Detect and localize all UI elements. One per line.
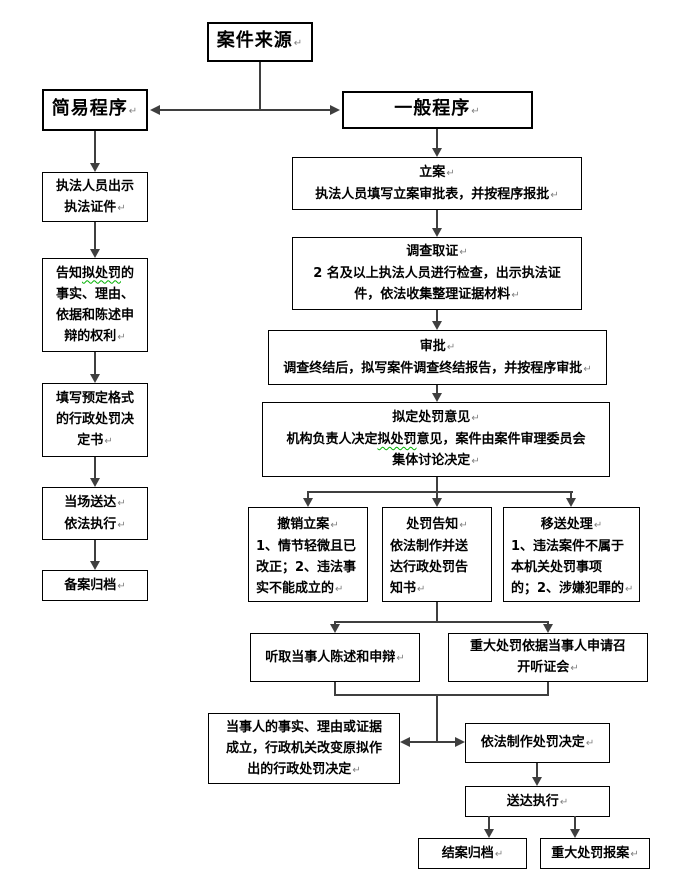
connector-deliver-to-record — [94, 540, 96, 561]
box-simple-procedure: 简易程序↵ — [42, 89, 148, 131]
box-show-credentials: 执法人员出示执法证件↵ — [42, 172, 148, 222]
connector-investigation-to-approval — [436, 310, 438, 321]
arrowhead-to-revoke — [303, 498, 313, 507]
arrowhead-to-filing — [432, 148, 442, 157]
arrowhead-to-notice — [432, 498, 442, 507]
box-major-penalty-report-text: 重大处罚报案↵ — [551, 845, 639, 861]
box-file-record-text: 备案归档↵ — [64, 577, 126, 593]
connector-decision-branch — [410, 741, 455, 743]
box-revoke-filing-body: 1、情节轻微且已改正；2、违法事实不能成立的↵ — [256, 539, 357, 596]
box-revoke-filing-title: 撤销立案↵ — [277, 517, 339, 532]
arrowhead-to-change-decision — [400, 737, 410, 747]
arrowhead-to-hear-statement — [330, 624, 340, 633]
arrowhead-to-general-procedure — [330, 105, 340, 115]
connector-drop-notice — [436, 493, 438, 498]
connector-approval-to-opinion — [436, 385, 438, 393]
connector-simple-to-credentials — [94, 131, 96, 163]
arrowhead-to-inform — [90, 249, 100, 258]
box-hear-statement: 听取当事人陈述和申辩↵ — [250, 633, 420, 682]
box-case-filing-text: 立案↵执法人员填写立案审批表，并按程序报批↵ — [315, 164, 559, 202]
box-case-source-text: 案件来源↵ — [216, 30, 304, 51]
box-draft-penalty-opinion-text: 拟定处罚意见↵机构负责人决定拟处罚意见，案件由案件审理委员会集体讨论决定↵ — [286, 410, 586, 468]
arrowhead-to-fill — [90, 374, 100, 383]
box-make-decision-text: 依法制作处罚决定↵ — [480, 735, 595, 750]
box-transfer-handling: 移送处理↵ 1、违法案件不属于本机关处罚事项的；2、涉嫌犯罪的↵ — [503, 507, 640, 602]
connector-hear-merge — [334, 682, 336, 696]
arrowhead-to-major-report — [570, 829, 580, 838]
connector-deliver-to-close — [488, 816, 490, 829]
arrowhead-to-close-file — [484, 829, 494, 838]
box-general-procedure-text: 一般程序↵ — [394, 98, 481, 119]
arrowhead-to-simple-procedure — [150, 105, 160, 115]
connector-drop-revoke — [307, 493, 309, 498]
connector-drop-transfer — [570, 493, 572, 498]
box-case-source: 案件来源↵ — [207, 22, 313, 62]
connector-opinion-stem — [436, 477, 438, 493]
box-investigation-text: 调查取证↵2 名及以上执法人员进行检查，出示执法证件，依法收集整理证据材料↵ — [313, 244, 561, 302]
connector-inform-to-fill — [94, 352, 96, 374]
box-deliver-execute: 送达执行↵ — [465, 786, 610, 817]
box-investigation: 调查取证↵2 名及以上执法人员进行检查，出示执法证件，依法收集整理证据材料↵ — [292, 237, 582, 310]
connector-credentials-to-inform — [94, 222, 96, 249]
box-approval-text: 审批↵调查终结后，拟写案件调查终结报告，并按程序审批↵ — [283, 338, 592, 376]
box-major-penalty-report: 重大处罚报案↵ — [540, 838, 650, 869]
box-fill-decision-form-text: 填写预定格式的行政处罚决定书↵ — [55, 391, 134, 448]
box-draft-penalty-opinion: 拟定处罚意见↵机构负责人决定拟处罚意见，案件由案件审理委员会集体讨论决定↵ — [262, 402, 610, 477]
box-deliver-onsite: 当场送达↵依法执行↵ — [42, 487, 148, 540]
arrowhead-to-opinion — [432, 393, 442, 402]
arrowhead-to-approval — [432, 321, 442, 330]
arrowhead-to-hearing — [543, 624, 553, 633]
arrowhead-to-file-record — [90, 561, 100, 570]
box-deliver-onsite-text: 当场送达↵依法执行↵ — [64, 494, 126, 532]
connector-source-split — [160, 109, 332, 111]
box-inform-rights: 告知拟处罚的事实、理由、依据和陈述申辩的权利↵ — [42, 258, 148, 352]
box-make-decision: 依法制作处罚决定↵ — [465, 723, 610, 763]
box-hear-statement-text: 听取当事人陈述和申辩↵ — [265, 649, 405, 665]
box-fill-decision-form: 填写预定格式的行政处罚决定书↵ — [42, 383, 148, 457]
arrowhead-to-investigation — [432, 228, 442, 237]
arrowhead-to-credentials — [90, 163, 100, 172]
arrowhead-to-transfer — [566, 498, 576, 507]
arrowhead-to-deliver-execute — [532, 777, 542, 786]
connector-hearing-merge — [547, 682, 549, 696]
connector-notice-stem — [436, 602, 438, 623]
connector-general-to-filing — [436, 129, 438, 148]
box-change-decision: 当事人的事实、理由或证据成立，行政机关改变原拟作出的行政处罚决定↵ — [208, 713, 400, 784]
connector-source-stem — [259, 62, 261, 111]
box-simple-procedure-text: 简易程序↵ — [51, 98, 139, 119]
box-case-filing: 立案↵执法人员填写立案审批表，并按程序报批↵ — [292, 157, 582, 210]
box-file-record: 备案归档↵ — [42, 570, 148, 601]
box-approval: 审批↵调查终结后，拟写案件调查终结报告，并按程序审批↵ — [268, 330, 607, 385]
box-close-file-text: 结案归档↵ — [441, 845, 504, 861]
box-penalty-notice-title: 处罚告知↵ — [406, 517, 468, 532]
box-hearing: 重大处罚依据当事人申请召开听证会↵ — [448, 633, 648, 682]
connector-three-way-split — [307, 491, 573, 493]
arrowhead-to-make-decision — [455, 737, 465, 747]
box-hearing-text: 重大处罚依据当事人申请召开听证会↵ — [469, 639, 626, 675]
box-close-file: 结案归档↵ — [418, 838, 527, 869]
connector-filing-to-investigation — [436, 210, 438, 228]
box-deliver-execute-text: 送达执行↵ — [506, 793, 569, 809]
connector-make-to-deliver — [536, 763, 538, 777]
box-general-procedure: 一般程序↵ — [342, 91, 533, 129]
box-transfer-handling-body: 1、违法案件不属于本机关处罚事项的；2、涉嫌犯罪的↵ — [511, 539, 634, 596]
box-change-decision-text: 当事人的事实、理由或证据成立，行政机关改变原拟作出的行政处罚决定↵ — [225, 719, 382, 777]
connector-fill-to-deliver — [94, 457, 96, 478]
box-show-credentials-text: 执法人员出示执法证件↵ — [55, 178, 134, 215]
box-penalty-notice: 处罚告知↵ 依法制作并送达行政处罚告知书↵ — [382, 507, 492, 602]
arrowhead-to-deliver-onsite — [90, 478, 100, 487]
box-inform-rights-text: 告知拟处罚的事实、理由、依据和陈述申辩的权利↵ — [55, 265, 135, 344]
connector-merge-bar — [334, 694, 549, 696]
box-penalty-notice-body: 依法制作并送达行政处罚告知书↵ — [390, 539, 469, 596]
box-revoke-filing: 撤销立案↵ 1、情节轻微且已改正；2、违法事实不能成立的↵ — [248, 507, 368, 602]
connector-merge-stem — [436, 696, 438, 743]
connector-deliver-to-report — [574, 816, 576, 829]
connector-two-way-split — [334, 621, 549, 623]
box-transfer-handling-title: 移送处理↵ — [540, 517, 603, 532]
